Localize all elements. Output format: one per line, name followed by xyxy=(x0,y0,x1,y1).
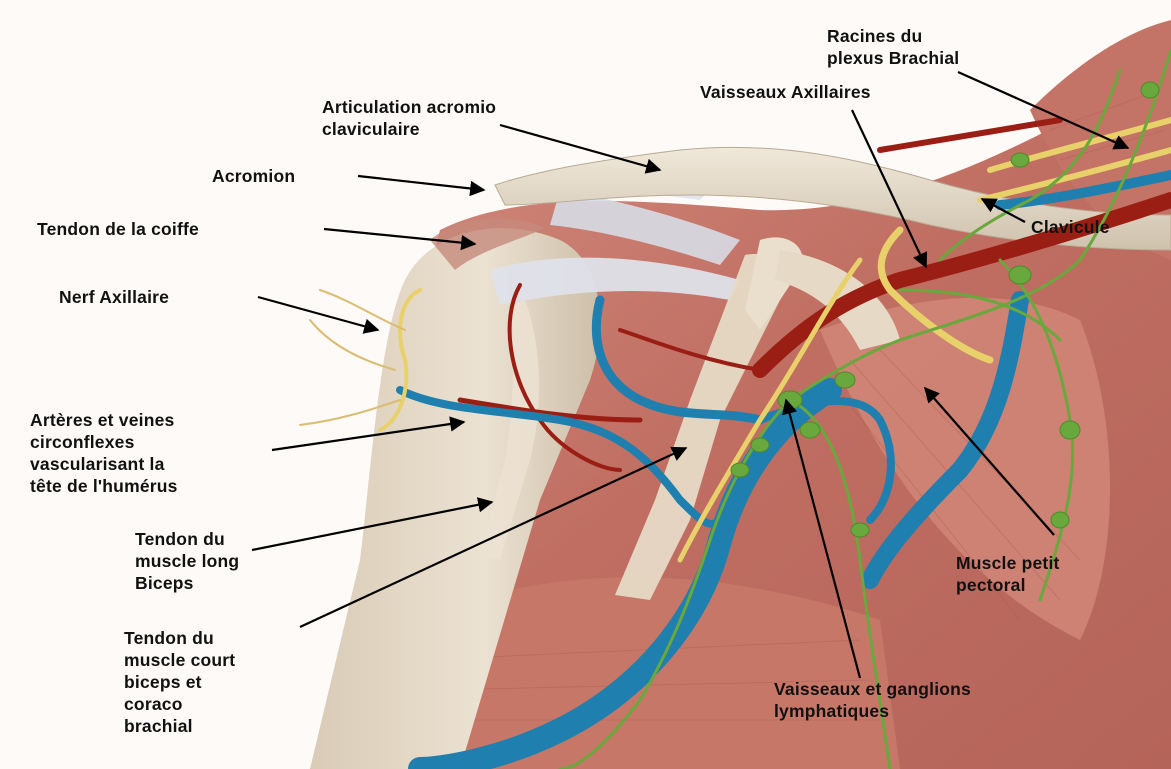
pointer-acromion xyxy=(358,176,484,190)
label-tendon-coiffe: Tendon de la coiffe xyxy=(37,218,199,240)
pointer-articulation xyxy=(500,125,660,170)
label-lymphatiques: Vaisseaux et ganglions lymphatiques xyxy=(774,678,971,722)
pointer-nerf-axillaire xyxy=(258,297,378,330)
label-arteres: Artères et veines circonflexes vasculari… xyxy=(30,409,178,497)
label-tendon-court: Tendon du muscle court biceps et coraco … xyxy=(124,627,235,737)
label-clavicule: Clavicule xyxy=(1031,216,1110,238)
label-vaisseaux-axillaires: Vaisseaux Axillaires xyxy=(700,81,871,103)
label-racines: Racines du plexus Brachial xyxy=(827,25,959,69)
label-acromion: Acromion xyxy=(212,165,295,187)
label-tendon-long: Tendon du muscle long Biceps xyxy=(135,528,239,594)
label-articulation: Articulation acromio claviculaire xyxy=(322,96,496,140)
label-nerf-axillaire: Nerf Axillaire xyxy=(59,286,169,308)
label-petit-pectoral: Muscle petit pectoral xyxy=(956,552,1060,596)
